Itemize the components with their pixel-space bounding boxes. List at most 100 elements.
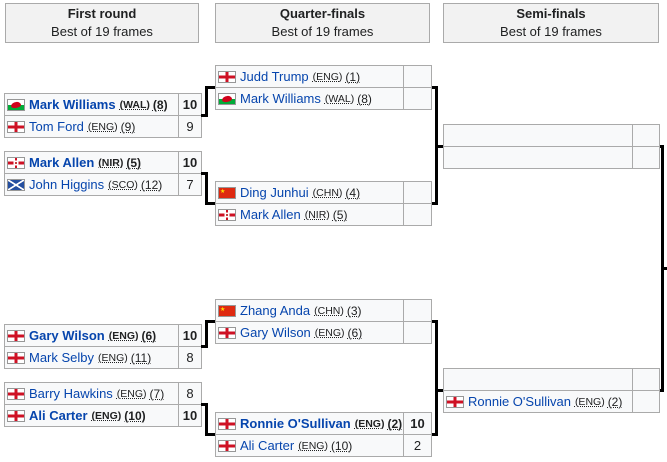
- country-abbr: (WAL): [324, 92, 355, 105]
- country-abbr: (ENG): [116, 387, 147, 400]
- bracket-connector: [432, 86, 437, 89]
- bracket-connector: [435, 320, 438, 436]
- score-cell: [403, 88, 431, 109]
- bracket-connector: [205, 172, 208, 205]
- flag-england-icon: [7, 329, 25, 342]
- round-header-quarter-finals: Quarter-finals Best of 19 frames: [215, 3, 430, 43]
- country-abbr: (ENG): [108, 329, 139, 342]
- match-first-round-1: Mark Williams (WAL) (8) 10 Tom Ford (ENG…: [4, 93, 202, 138]
- score-cell: [632, 125, 659, 146]
- score-cell: [403, 66, 431, 87]
- country-abbr: (ENG): [298, 439, 328, 452]
- player-row: Ronnie O'Sullivan (ENG) (2): [444, 390, 659, 412]
- bracket-connector: [208, 320, 215, 323]
- country-abbr: (CHN): [312, 186, 343, 199]
- seed-label: (2): [607, 394, 623, 409]
- player-row: Ronnie O'Sullivan (ENG) (2) 10: [216, 413, 431, 434]
- country-abbr: (ENG): [87, 120, 118, 133]
- score-cell: 8: [178, 383, 201, 404]
- bracket-connector: [208, 202, 215, 205]
- player-link[interactable]: Ding Junhui: [240, 185, 309, 200]
- country-abbr: (ENG): [91, 409, 122, 422]
- bracket-connector: [208, 433, 215, 436]
- score-cell: [403, 322, 431, 343]
- score-cell: 10: [403, 413, 431, 434]
- bracket-connector: [438, 145, 443, 148]
- flag-england-icon: [218, 439, 236, 452]
- player-row: Ali Carter (ENG) (10) 10: [5, 404, 201, 426]
- seed-label: (5): [332, 207, 348, 222]
- flag-england-icon: [218, 326, 236, 339]
- player-row: Ding Junhui (CHN) (4): [216, 182, 431, 203]
- flag-northern-ireland-icon: [218, 208, 236, 221]
- round-subtitle: Best of 19 frames: [271, 24, 374, 39]
- seed-label: (2): [387, 416, 403, 431]
- seed-label: (9): [120, 119, 136, 134]
- flag-china-icon: [218, 304, 236, 317]
- bracket-connector: [205, 403, 208, 436]
- score-cell: [632, 147, 659, 168]
- player-row: Barry Hawkins (ENG) (7) 8: [5, 383, 201, 404]
- player-link[interactable]: Zhang Anda: [240, 303, 311, 318]
- score-cell: 10: [178, 405, 201, 426]
- player-link[interactable]: Tom Ford: [29, 119, 84, 134]
- match-first-round-4: Barry Hawkins (ENG) (7) 8 Ali Carter (EN…: [4, 382, 202, 427]
- player-row: [444, 369, 659, 390]
- player-row: Mark Williams (WAL) (8): [216, 87, 431, 109]
- player-link[interactable]: Mark Williams: [240, 91, 321, 106]
- match-quarter-final-4: Ronnie O'Sullivan (ENG) (2) 10 Ali Carte…: [215, 412, 432, 457]
- score-cell: 8: [178, 347, 201, 368]
- round-header-semi-finals: Semi-finals Best of 19 frames: [443, 3, 659, 43]
- score-cell: 10: [178, 152, 201, 173]
- country-abbr: (ENG): [314, 326, 345, 339]
- round-title: Semi-finals: [516, 6, 586, 21]
- player-link[interactable]: Ronnie O'Sullivan: [240, 416, 351, 431]
- flag-england-icon: [218, 417, 236, 430]
- score-cell: [632, 369, 659, 390]
- match-quarter-final-1: Judd Trump (ENG) (1) Mark Williams (WAL)…: [215, 65, 432, 110]
- seed-label: (5): [126, 155, 142, 170]
- round-subtitle: Best of 19 frames: [51, 24, 153, 39]
- bracket-connector: [435, 86, 438, 205]
- player-link[interactable]: Mark Allen: [29, 155, 95, 170]
- player-link[interactable]: Mark Allen: [240, 207, 301, 222]
- seed-label: (8): [152, 97, 168, 112]
- player-link[interactable]: Ali Carter: [29, 408, 88, 423]
- flag-wales-icon: [7, 98, 25, 111]
- flag-england-icon: [7, 120, 25, 133]
- player-link[interactable]: Ronnie O'Sullivan: [468, 394, 571, 409]
- country-abbr: (SCO): [108, 178, 138, 191]
- player-link[interactable]: Judd Trump: [240, 69, 309, 84]
- player-row: Tom Ford (ENG) (9) 9: [5, 115, 201, 137]
- country-abbr: (ENG): [354, 417, 385, 430]
- round-subtitle: Best of 19 frames: [500, 24, 602, 39]
- player-link[interactable]: Ali Carter: [240, 438, 295, 453]
- player-link[interactable]: John Higgins: [29, 177, 105, 192]
- player-link[interactable]: Gary Wilson: [240, 325, 311, 340]
- score-cell: 7: [178, 174, 201, 195]
- flag-northern-ireland-icon: [7, 156, 25, 169]
- player-link[interactable]: Mark Selby: [29, 350, 95, 365]
- player-link[interactable]: Gary Wilson: [29, 328, 105, 343]
- round-header-first-round: First round Best of 19 frames: [5, 3, 199, 43]
- player-row: Judd Trump (ENG) (1): [216, 66, 431, 87]
- player-row: Zhang Anda (CHN) (3): [216, 300, 431, 321]
- match-semi-final-1: [443, 124, 660, 169]
- player-row: Mark Selby (ENG) (11) 8: [5, 346, 201, 368]
- score-cell: 10: [178, 94, 201, 115]
- player-row: Gary Wilson (ENG) (6) 10: [5, 325, 201, 346]
- match-quarter-final-2: Ding Junhui (CHN) (4) Mark Allen (NIR) (…: [215, 181, 432, 226]
- player-link[interactable]: Barry Hawkins: [29, 386, 113, 401]
- country-abbr: (NIR): [98, 156, 124, 169]
- seed-label: (8): [357, 91, 372, 106]
- flag-england-icon: [446, 395, 464, 408]
- country-abbr: (NIR): [304, 208, 330, 221]
- player-row: Mark Allen (NIR) (5) 10: [5, 152, 201, 173]
- bracket-connector: [432, 320, 437, 323]
- flag-england-icon: [7, 409, 25, 422]
- flag-england-icon: [7, 387, 25, 400]
- flag-scotland-icon: [7, 178, 25, 191]
- flag-england-icon: [7, 351, 25, 364]
- seed-label: (7): [149, 386, 165, 401]
- player-link[interactable]: Mark Williams: [29, 97, 116, 112]
